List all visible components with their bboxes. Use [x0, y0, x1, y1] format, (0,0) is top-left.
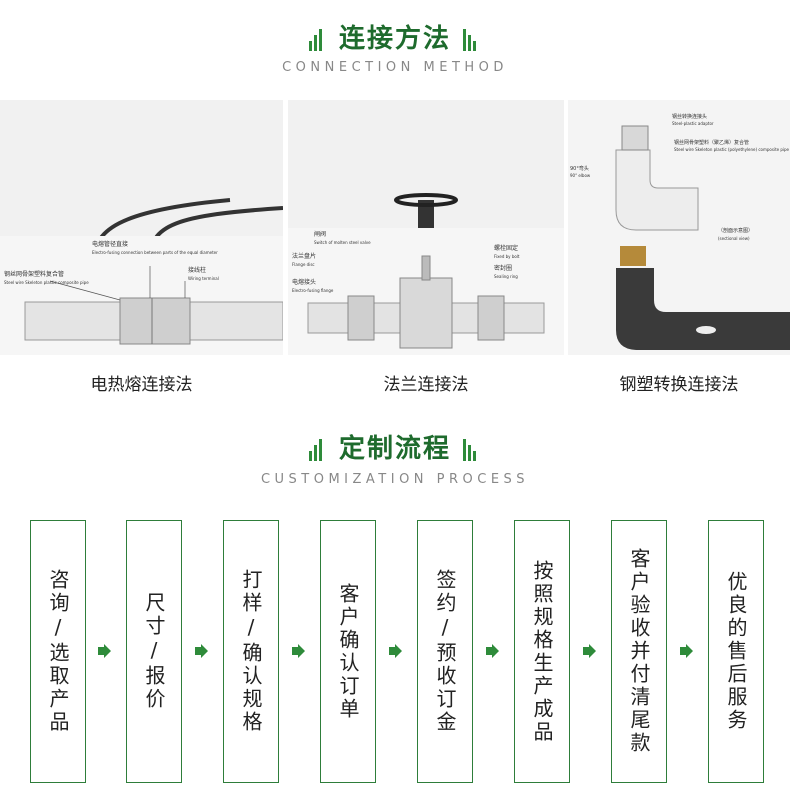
arrow-right-icon: [680, 644, 693, 658]
label-text: Wiring terminal: [188, 276, 219, 281]
arrow-right-icon: [292, 644, 305, 658]
label-text: 法兰盘片: [292, 252, 316, 260]
label-text: (sectional view): [718, 236, 750, 241]
steel-plastic-image: 钢丝转换连接头 Steel-plastic adaptor 钢丝网骨架塑料（聚乙…: [568, 100, 790, 355]
process-step-label: 客户确认订单: [336, 582, 360, 721]
process-title-text: 定制流程: [338, 434, 451, 464]
process-step-card: 按照规格生产成品: [514, 520, 570, 783]
label-text: 电熔接头: [292, 278, 316, 286]
process-title: 定制流程: [0, 428, 790, 465]
process-step-card: 咨询/选取产品: [30, 520, 86, 783]
caption-electrofusion: 电热熔连接法: [90, 375, 193, 395]
arrow-right-icon: [98, 644, 111, 658]
process-step-label: 咨询/选取产品: [46, 569, 70, 734]
process-step-card: 客户验收并付清尾款: [611, 520, 667, 783]
label-text: 接线柱: [188, 266, 206, 274]
label-text: Steel wire Skeleton plastic (polyethylen…: [674, 147, 790, 152]
label-text: 螺栓固定: [494, 244, 518, 252]
electrofusion-diagram: 电熔管径直接 Electro-fusing connection between…: [0, 236, 283, 355]
process-step-card: 尺寸/报价: [126, 520, 182, 783]
connection-title: 连接方法: [0, 18, 790, 55]
label-text: Flange disc: [292, 262, 315, 267]
process-step-label: 客户验收并付清尾款: [627, 548, 651, 755]
label-text: Sealing ring: [494, 274, 518, 279]
process-step-card: 客户确认订单: [320, 520, 376, 783]
label-text: Steel wire Skeleton plastic composite pi…: [4, 280, 89, 285]
connection-subtitle: CONNECTION METHOD: [282, 60, 508, 75]
label-text: Electro-fusing flange: [292, 288, 334, 293]
bars-icon: [308, 438, 327, 461]
label-text: 电熔管径直接: [92, 240, 128, 248]
label-text: Steel-plastic adaptor: [672, 121, 714, 126]
label-text: Electro-fusing connection between parts …: [92, 250, 218, 255]
process-step-label: 优良的售后服务: [724, 571, 748, 732]
label-text: 密封圈: [494, 264, 512, 272]
bars-icon: [308, 28, 327, 51]
caption-steel-plastic: 钢塑转换连接法: [619, 375, 739, 395]
label-text: 钢丝转换连接头: [672, 113, 707, 120]
label-text: Fixed by bolt: [494, 254, 520, 259]
label-text: 钢丝网骨架塑料复合管: [4, 270, 64, 278]
process-step-card: 打样/确认规格: [223, 520, 279, 783]
label-text: （剖面示意图）: [718, 227, 753, 234]
arrow-right-icon: [195, 644, 208, 658]
process-subtitle: CUSTOMIZATION PROCESS: [260, 472, 530, 487]
process-step-card: 签约/预收订金: [417, 520, 473, 783]
flange-diagram: 闸阀 Switch of molten steel valve 法兰盘片 Fla…: [288, 228, 564, 355]
caption-flange: 法兰连接法: [383, 375, 469, 395]
bars-icon: [463, 438, 481, 461]
process-step-label: 按照规格生产成品: [530, 559, 554, 744]
arrow-right-icon: [486, 644, 499, 658]
process-step-label: 签约/预收订金: [433, 569, 457, 734]
label-text: 90°弯头: [570, 165, 589, 172]
process-step-label: 尺寸/报价: [142, 592, 166, 711]
process-step-label: 打样/确认规格: [239, 569, 263, 734]
label-text: Switch of molten steel valve: [314, 240, 371, 245]
label-text: 钢丝网骨架塑料（聚乙烯）复合管: [674, 139, 749, 146]
label-text: 闸阀: [314, 230, 326, 238]
bars-icon: [463, 28, 481, 51]
label-text: 90° elbow: [570, 173, 591, 178]
arrow-right-icon: [583, 644, 596, 658]
arrow-right-icon: [389, 644, 402, 658]
connection-title-text: 连接方法: [338, 24, 451, 54]
process-step-card: 优良的售后服务: [708, 520, 764, 783]
